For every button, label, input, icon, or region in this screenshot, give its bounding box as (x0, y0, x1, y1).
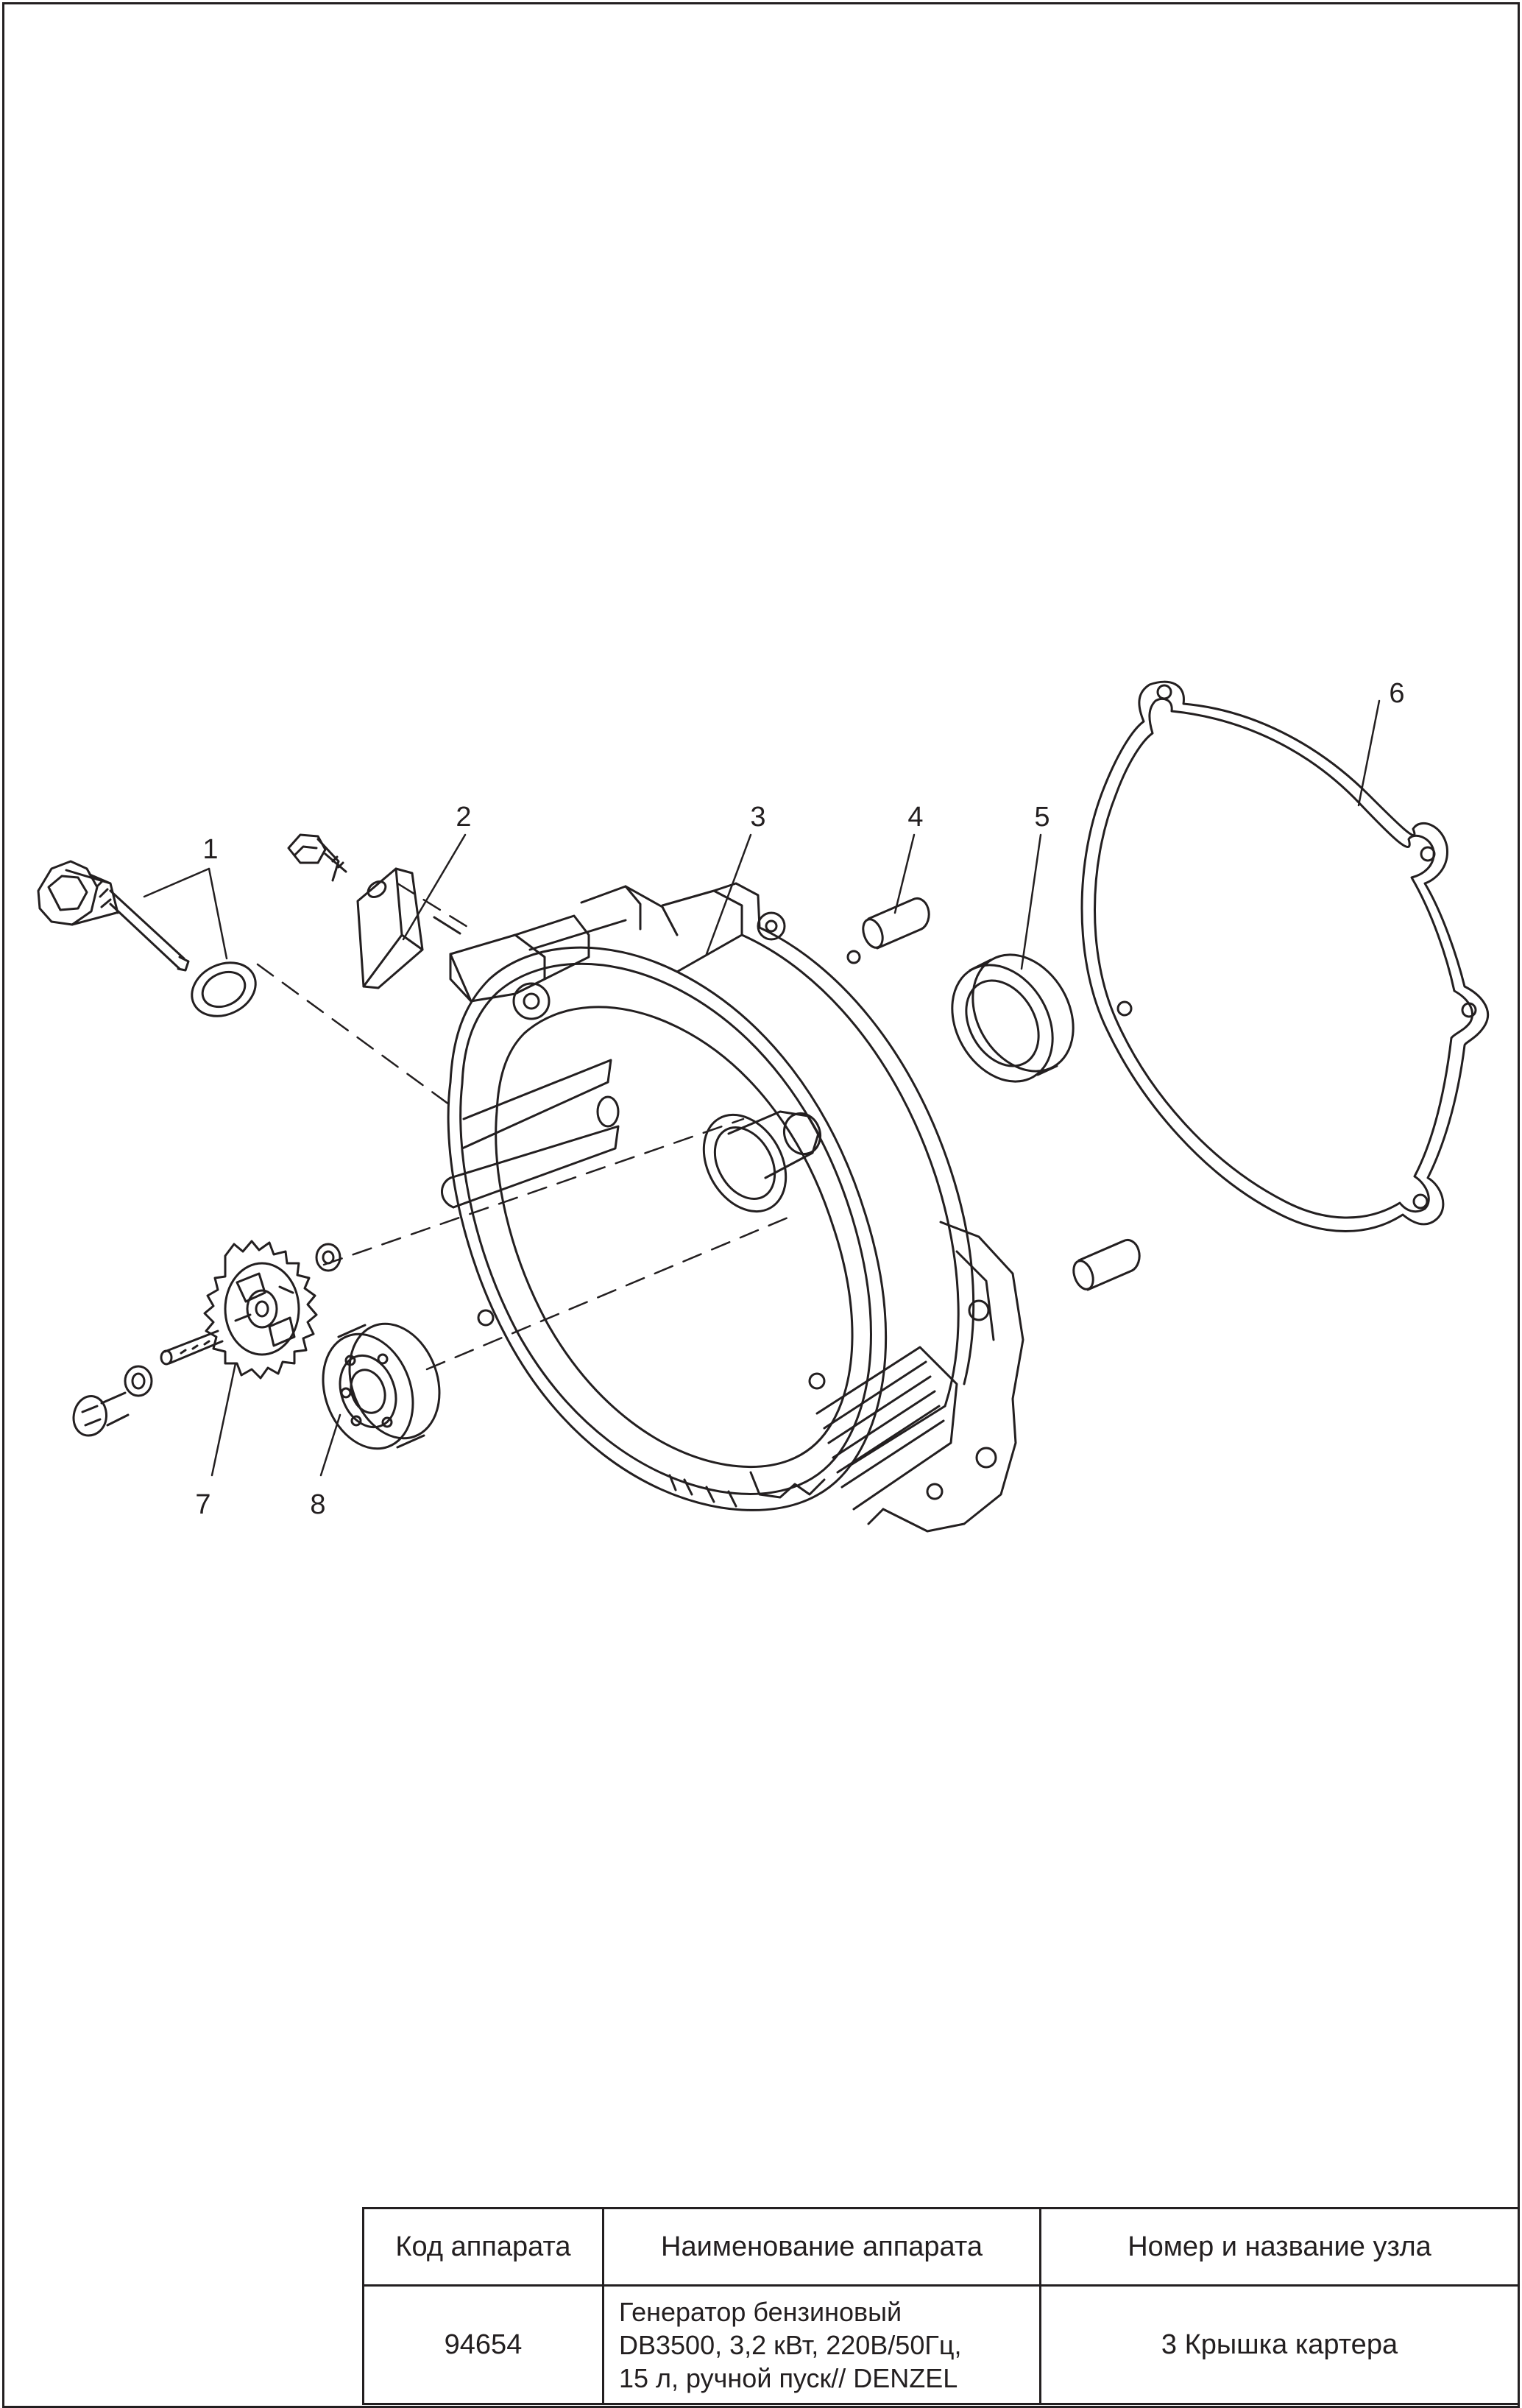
apparatus-name-line-3: 15 л, ручной пуск// DENZEL (619, 2362, 958, 2393)
header-code: Код аппарата (362, 2207, 604, 2287)
callout-1: 1 (202, 834, 218, 865)
header-node: Номер и название узла (1039, 2207, 1520, 2287)
part-5-oil-seal (951, 953, 1075, 1083)
callout-5: 5 (1034, 802, 1050, 833)
callout-4: 4 (907, 802, 923, 833)
apparatus-name-line-1: Генератор бензиновый (619, 2296, 902, 2327)
callout-3: 3 (750, 802, 765, 833)
part-7-governor-gear (72, 1240, 341, 1437)
assembly-axes (256, 882, 796, 1371)
header-name: Наименование аппарата (602, 2207, 1041, 2287)
callout-7: 7 (195, 1489, 210, 1520)
part-1-drain-plug (37, 860, 190, 972)
callout-6: 6 (1389, 678, 1404, 709)
title-block-data-row: 94654 Генератор бензиновый DB3500, 3,2 к… (362, 2284, 1520, 2405)
node-number-and-name: 3 Крышка картера (1039, 2284, 1520, 2405)
part-2-bracket (356, 867, 461, 989)
part-4-dowel-pin-lower (1072, 1238, 1141, 1291)
part-6-gasket (1080, 680, 1490, 1232)
title-block-header-row: Код аппарата Наименование аппарата Номер… (362, 2207, 1520, 2287)
callout-2: 2 (456, 802, 471, 833)
part-2-bolt (287, 833, 347, 882)
part-1-sealing-washer (191, 961, 257, 1017)
apparatus-code: 94654 (362, 2284, 604, 2405)
apparatus-name-line-2: DB3500, 3,2 кВт, 220В/50Гц, (619, 2329, 962, 2360)
part-4-dowel-pin (862, 897, 930, 950)
part-3-crankcase-cover (441, 882, 1024, 1533)
callout-numbers: 1 2 3 4 5 6 7 8 (195, 678, 1404, 1520)
apparatus-name: Генератор бензиновый DB3500, 3,2 кВт, 22… (602, 2284, 1041, 2405)
leader-lines (143, 699, 1381, 1477)
callout-8: 8 (310, 1489, 325, 1520)
part-8-ball-bearing (322, 1322, 441, 1450)
title-block-table: Код аппарата Наименование аппарата Номер… (362, 2207, 1520, 2405)
